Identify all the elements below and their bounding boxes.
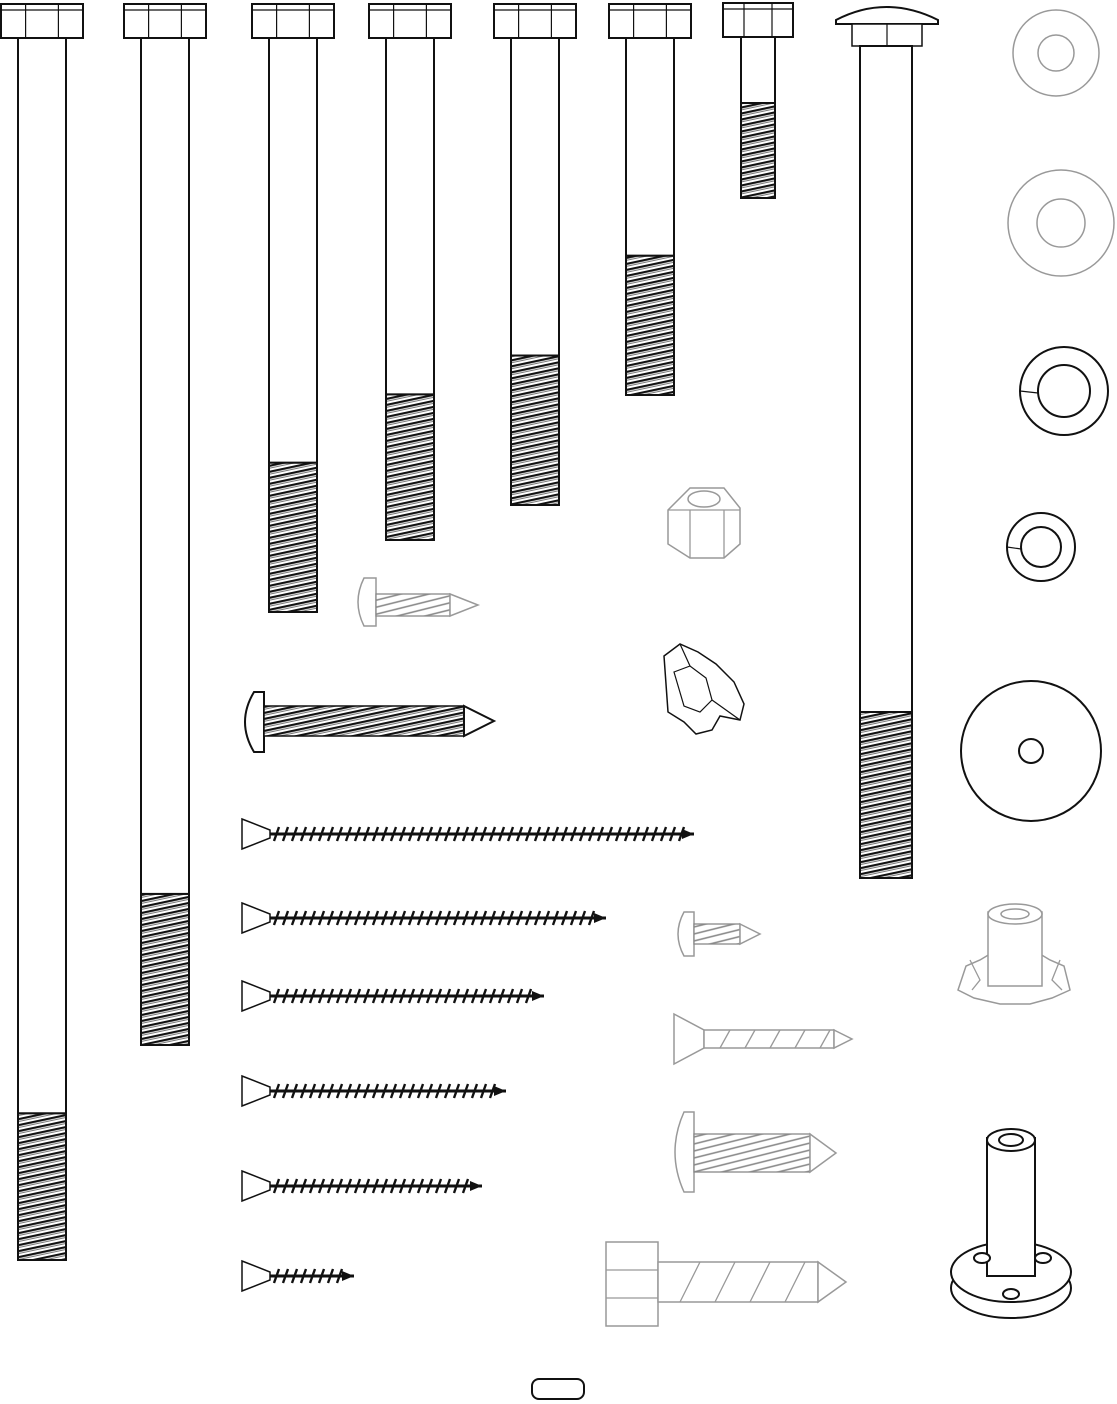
bolt-shank [18, 38, 66, 1113]
bolt-thread [626, 256, 674, 395]
bolt-thread [269, 463, 317, 612]
hex-bolt-1 [1, 4, 83, 1260]
tee-nut-prong [958, 904, 1070, 1004]
screw-tip [470, 1181, 482, 1191]
lock-washer-large [1020, 347, 1108, 435]
wood-screw-2 [242, 903, 606, 933]
pan-head-screw-4 [675, 1112, 836, 1192]
lock-washer-small [1007, 513, 1075, 581]
screw-head [242, 1261, 270, 1291]
screw-tip [594, 913, 606, 923]
wood-screw-1 [242, 819, 694, 849]
hex-bolt-3 [252, 4, 334, 612]
screw-head [242, 981, 270, 1011]
flat-washer-small [1013, 10, 1099, 96]
fender-washer [961, 681, 1101, 821]
bolt-thread [141, 894, 189, 1045]
pan-head-screw-1 [358, 578, 478, 626]
hex-bolt-2 [124, 4, 206, 1045]
wood-screw-3 [242, 981, 544, 1011]
hex-bolt-6 [609, 4, 691, 395]
bolt-head [252, 4, 334, 38]
hex-lag-screw [606, 1242, 846, 1326]
bolt-head [494, 4, 576, 38]
bolt-shank [386, 38, 434, 394]
wood-screw-4 [242, 1076, 506, 1106]
screw-head [242, 903, 270, 933]
screw-tip [532, 991, 544, 1001]
screw-tip [494, 1086, 506, 1096]
flat-washer-large [1008, 170, 1114, 276]
screw-head [242, 1076, 270, 1106]
wood-screw-5 [242, 1171, 482, 1201]
bolt-thread [741, 103, 775, 198]
bolt-shank [626, 38, 674, 256]
hex-bolt-4 [369, 4, 451, 540]
bolt-shank [741, 37, 775, 103]
bolt-thread [386, 394, 434, 540]
bolt-thread [18, 1113, 66, 1260]
hex-bolt-5 [494, 4, 576, 505]
hex-bolt-7 [723, 3, 793, 198]
wood-screw-6 [242, 1261, 354, 1291]
carriage-bolt [836, 7, 938, 878]
bolt-head [369, 4, 451, 38]
screw-tip [342, 1271, 354, 1281]
bolt-head [1, 4, 83, 38]
tee-nut-small [664, 644, 744, 734]
bolt-head [124, 4, 206, 38]
bolt-head [609, 4, 691, 38]
wood-screw-group [242, 819, 694, 1291]
hex-bolt-group [1, 3, 793, 1260]
nylon-lock-nut [668, 488, 740, 558]
screw-head [242, 1171, 270, 1201]
screw-head [242, 819, 270, 849]
pan-head-screw-3 [678, 912, 760, 956]
bolt-shank [141, 38, 189, 894]
bolt-shank [511, 38, 559, 356]
flat-head-screw [674, 1014, 852, 1064]
round-base-tee-nut [951, 1129, 1071, 1318]
bolt-shank [269, 38, 317, 463]
page-label [531, 1378, 585, 1400]
screw-thread [274, 989, 531, 1003]
bolt-thread [511, 356, 559, 505]
screw-tip [682, 829, 694, 839]
pan-head-screw-2 [245, 692, 494, 752]
bolt-head [723, 3, 793, 37]
